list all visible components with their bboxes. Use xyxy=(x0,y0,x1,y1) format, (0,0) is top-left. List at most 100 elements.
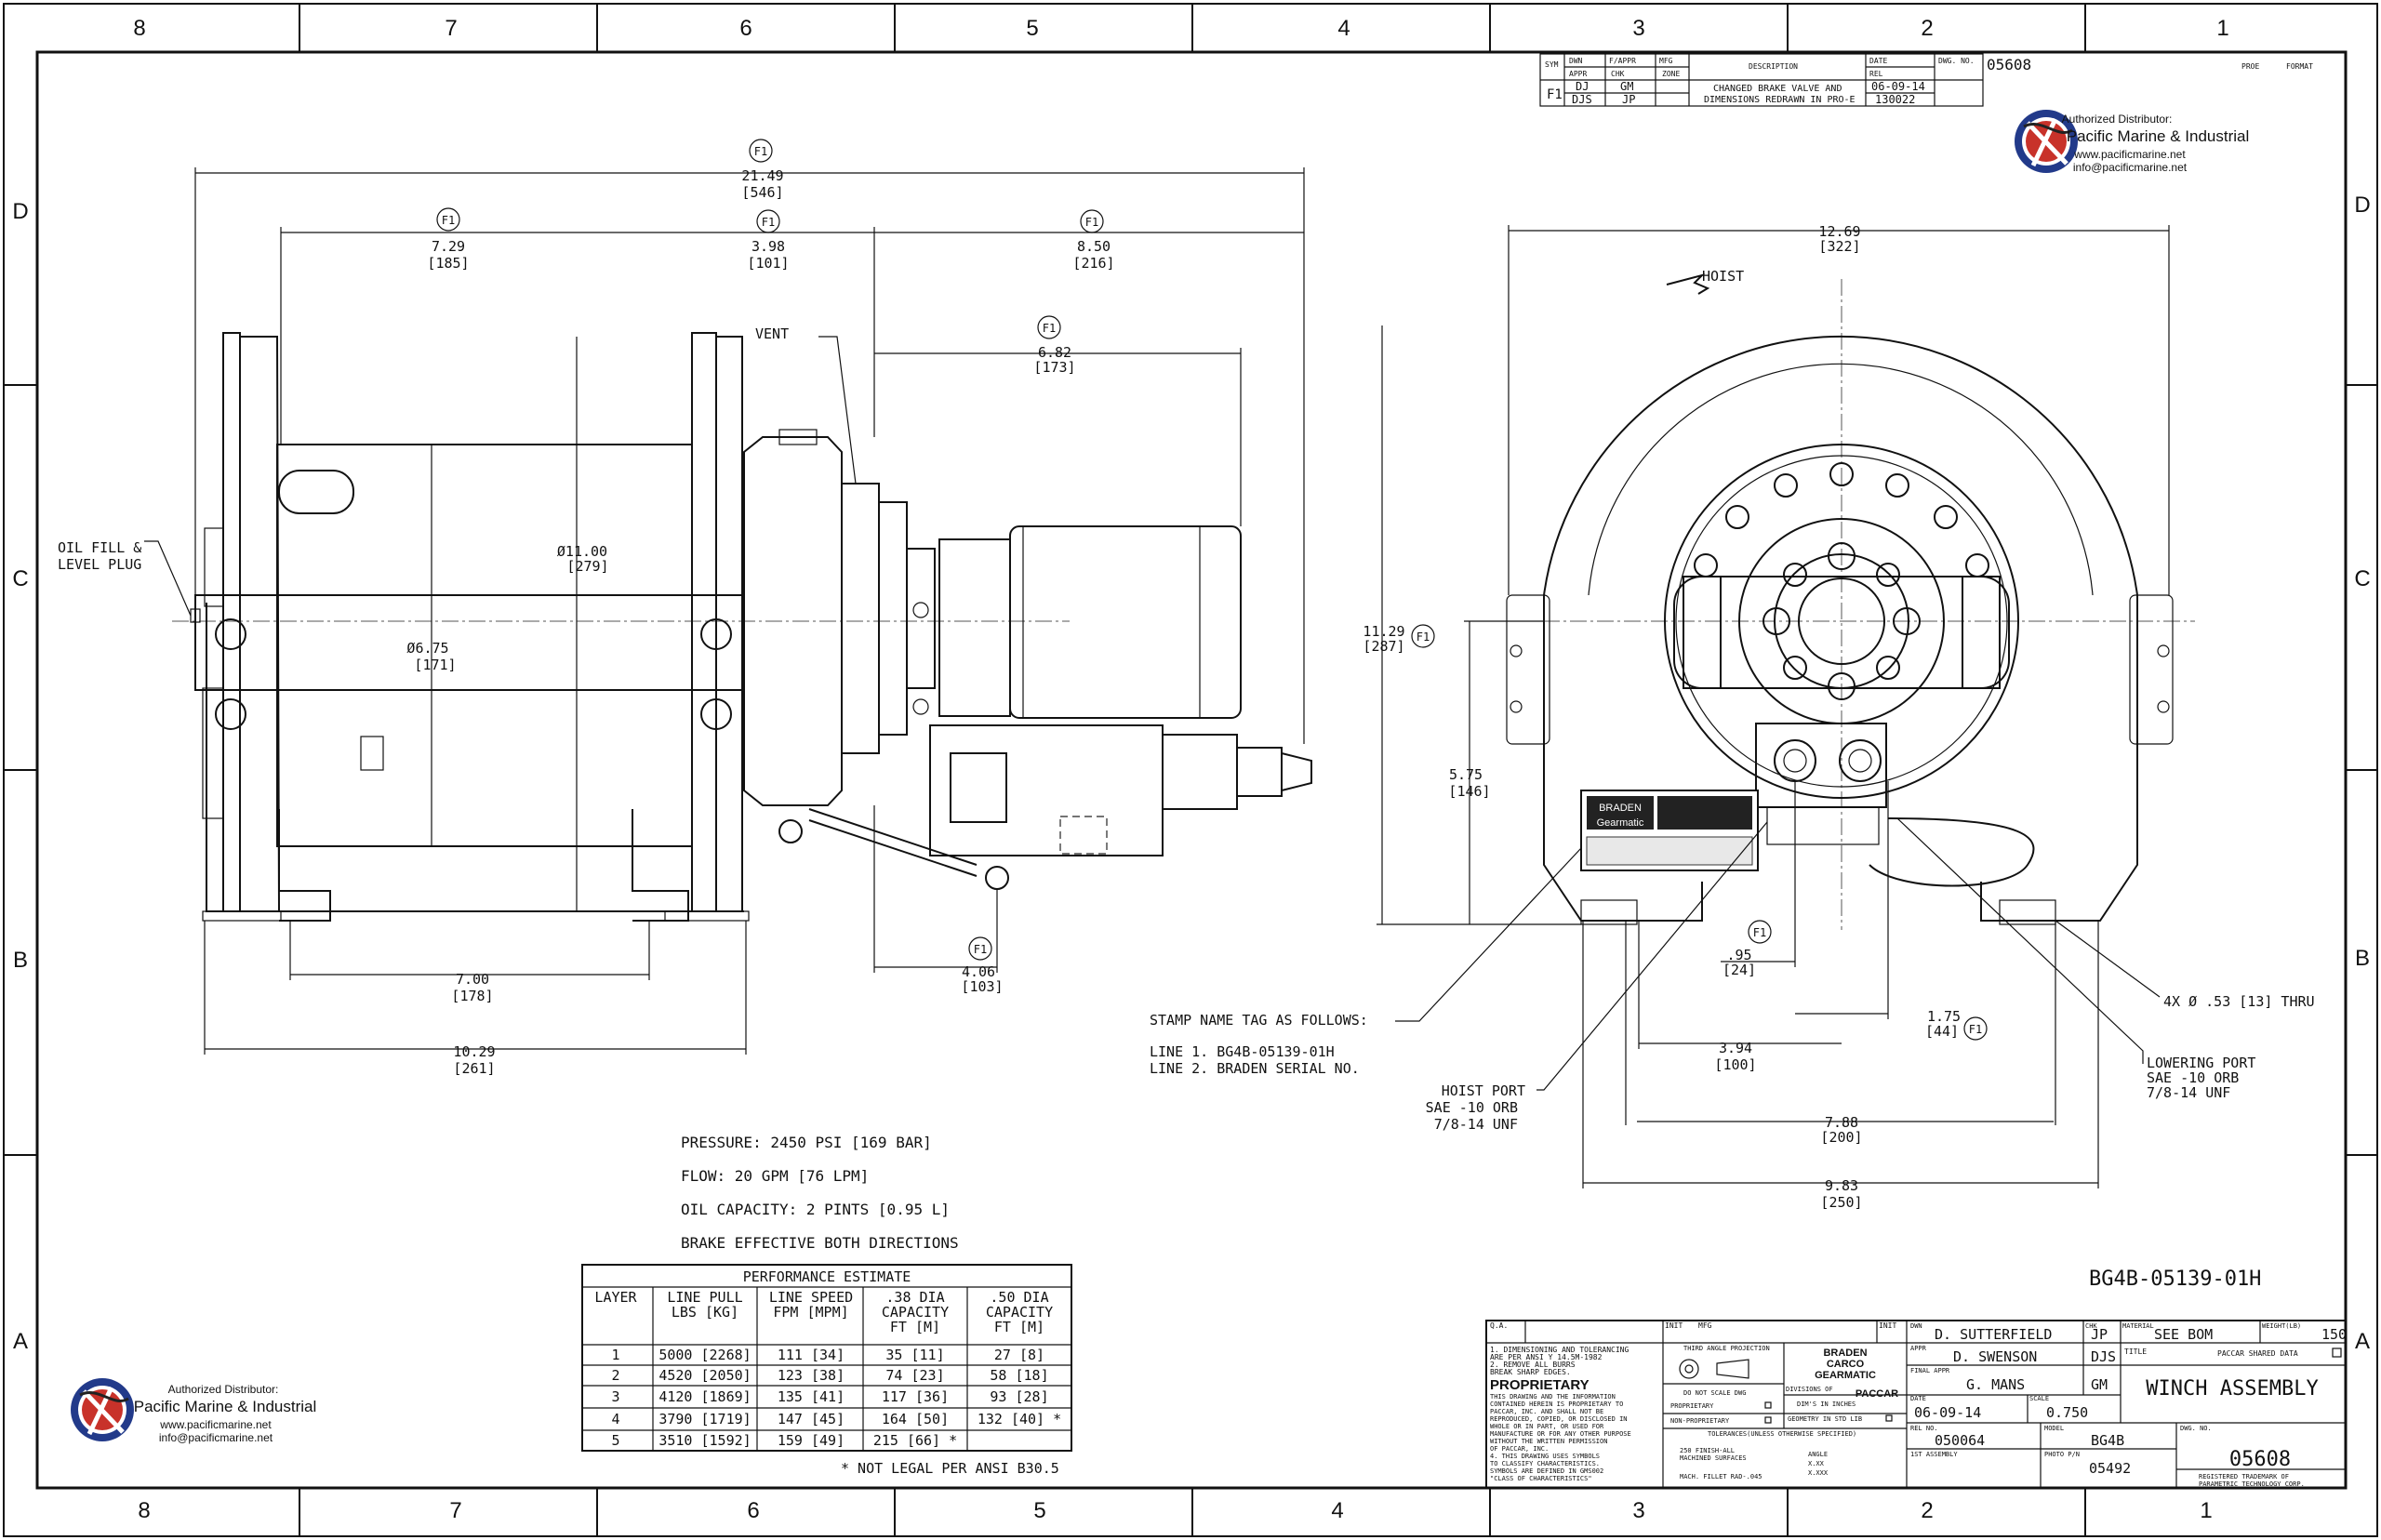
tb-qa: Q.A. xyxy=(1490,1321,1508,1330)
tb-trademark-2: PARAMETRIC TECHNOLOGY CORP. xyxy=(2199,1480,2305,1488)
drum-body xyxy=(276,444,693,847)
tb-appr-label: APPR xyxy=(1910,1345,1927,1352)
tb-mfg: MFG xyxy=(1698,1321,1712,1330)
tb-paccar: PACCAR xyxy=(1856,1388,1898,1400)
distributor-web-bottom: www.pacificmarine.net xyxy=(159,1418,272,1431)
tb-nonprop-opt: NON-PROPRIETARY xyxy=(1670,1417,1730,1425)
title-block: Q.A. INIT MFG INIT 1. DIMENSIONING AND T… xyxy=(1485,1320,2347,1489)
end-dim-labels: 12.69 [322] 11.29 [287] 5.75 [146] .95 [… xyxy=(1363,223,1961,1211)
dim-motor-short-mm: [173] xyxy=(1033,359,1075,376)
tb-divisions: DIVISIONS OF xyxy=(1786,1386,1833,1393)
hoist-label: HOIST xyxy=(1702,268,1744,285)
zone-row-D: D xyxy=(12,199,28,224)
rev-desc-line2: DIMENSIONS REDRAWN IN PRO-E xyxy=(1704,95,1856,105)
zone-col-8: 8 xyxy=(133,16,145,41)
rev-sym-header: SYM xyxy=(1545,60,1559,69)
perf-r1-c2: 5000 [2268] xyxy=(658,1347,751,1363)
drum-arc xyxy=(1543,335,2138,596)
dim-drum-dia-in: Ø6.75 xyxy=(406,640,448,657)
perf-r2-c5: 58 [18] xyxy=(990,1367,1048,1384)
zone-row-C-right: C xyxy=(2354,566,2370,591)
lowering-port-label-3: 7/8-14 UNF xyxy=(2147,1084,2230,1101)
tb-chk: JP xyxy=(2091,1326,2108,1343)
part-number: BG4B-05139-01H xyxy=(2089,1268,2261,1291)
tb-scale: 0.750 xyxy=(2046,1404,2088,1421)
tb-dims-2: GEOMETRY IN STD LIB xyxy=(1788,1415,1862,1423)
rev-fappr-header: F/APPR xyxy=(1609,57,1636,65)
tb-third-angle: THIRD ANGLE PROJECTION xyxy=(1683,1345,1770,1352)
tb-final-init: GM xyxy=(2091,1376,2108,1393)
tb-note-2: ARE PER ANSI Y 14.5M-1982 xyxy=(1490,1353,1603,1361)
perf-r3-c2: 4120 [1869] xyxy=(658,1388,751,1405)
tb-final: G. MANS xyxy=(1966,1376,2025,1393)
dim-motor-short-in: 6.82 xyxy=(1038,344,1071,361)
zone-col-4-bottom: 4 xyxy=(1331,1498,1343,1523)
zone-row-B: B xyxy=(13,948,28,973)
zone-labels: 8 7 6 5 4 3 2 1 8 7 6 5 4 3 2 1 D C B A … xyxy=(12,16,2370,1523)
distributor-label-bottom: Authorized Distributor: xyxy=(168,1383,279,1396)
spec-oil: OIL CAPACITY: 2 PINTS [0.95 L] xyxy=(681,1201,950,1218)
rev-desc-line1: CHANGED BRAKE VALVE AND xyxy=(1713,84,1842,94)
side-view-dimensions xyxy=(194,167,1305,1055)
dim-base-total-mm: [261] xyxy=(453,1060,495,1077)
tb-company-3: GEARMATIC xyxy=(1815,1370,1876,1381)
perf-r5-c4: 215 [66] * xyxy=(873,1432,957,1449)
hydraulic-motor xyxy=(938,538,1011,717)
tb-weight: 150 xyxy=(2321,1326,2347,1343)
dim-port-off-in: .95 xyxy=(1726,947,1751,963)
motor-flange xyxy=(1664,444,2019,799)
revision-markers-end: F1 F1 F1 xyxy=(1411,624,1988,1041)
brand-gearmatic: Gearmatic xyxy=(1597,817,1644,829)
rev-dwg-number: 05608 xyxy=(1987,56,2031,73)
zone-col-3-bottom: 3 xyxy=(1632,1498,1644,1523)
name-tag-line2: LINE 2. BRADEN SERIAL NO. xyxy=(1150,1060,1360,1077)
tb-prop-4: REPRODUCED, COPIED, OR DISCLOSED IN xyxy=(1490,1415,1628,1423)
dim-height-in: 11.29 xyxy=(1363,623,1404,640)
tb-weight-label: WEIGHT(LB) xyxy=(2262,1322,2301,1330)
dim-port-sp-in: 1.75 xyxy=(1927,1008,1961,1025)
mount-holes-label: 4X Ø .53 [13] THRU xyxy=(2163,993,2315,1010)
perf-head-38-3: FT [M] xyxy=(890,1319,940,1335)
perf-r2-c3: 123 [38] xyxy=(778,1367,845,1384)
brake-valve-block xyxy=(929,724,1164,856)
dim-motor-in: 8.50 xyxy=(1077,238,1111,255)
perf-head-speed-1: LINE SPEED xyxy=(769,1289,853,1306)
zone-col-4: 4 xyxy=(1337,16,1350,41)
tb-title-label: TITLE xyxy=(2124,1348,2147,1356)
tb-angle: ANGLE xyxy=(1808,1451,1828,1458)
perf-title: PERFORMANCE ESTIMATE xyxy=(743,1268,911,1285)
dim-drum-dia-mm: [171] xyxy=(414,657,456,673)
perf-r1-c1: 1 xyxy=(611,1347,619,1363)
hoist-arrow-icon xyxy=(1666,273,1710,295)
dim-overall-mm: [546] xyxy=(741,184,783,201)
dim-drum-width-mm: [185] xyxy=(427,255,469,272)
right-drum-flange xyxy=(691,332,717,912)
side-view: 21.49 [546] 7.29 [185] 3.98 [101] 8.50 [… xyxy=(58,139,1312,1077)
rev-rel-header: REL xyxy=(1869,70,1883,78)
rev-zone-header: ZONE xyxy=(1662,70,1680,78)
dim-center-mm: [146] xyxy=(1448,783,1490,800)
dim-foot-mm: [250] xyxy=(1820,1194,1862,1211)
tb-model: BG4B xyxy=(2091,1432,2124,1449)
tb-scale-label: SCALE xyxy=(2029,1395,2049,1402)
perf-head-pull-2: LBS [KG] xyxy=(672,1304,738,1321)
tb-material-label: MATERIAL xyxy=(2122,1322,2154,1330)
dim-gear-mm: [101] xyxy=(747,255,789,272)
dim-flange-dia-mm: [279] xyxy=(566,558,608,575)
tb-photo: 05492 xyxy=(2089,1460,2131,1477)
dim-base-mm: [178] xyxy=(451,988,493,1004)
zone-col-7-bottom: 7 xyxy=(449,1498,461,1523)
perf-r3-c1: 3 xyxy=(611,1388,619,1405)
distributor-name: Pacific Marine & Industrial xyxy=(2067,127,2250,145)
rev-appr-header: APPR xyxy=(1569,70,1587,78)
dim-base-in: 7.00 xyxy=(456,971,489,988)
tb-init: INIT xyxy=(1665,1321,1683,1330)
side-dim-labels: 21.49 [546] 7.29 [185] 3.98 [101] 8.50 [… xyxy=(406,167,1114,1077)
tb-company-1: BRADEN xyxy=(1823,1348,1867,1359)
perf-r1-c3: 111 [34] xyxy=(778,1347,845,1363)
tb-note-1: 1. DIMENSIONING AND TOLERANCING xyxy=(1490,1346,1629,1354)
tb-trademark-1: REGISTERED TRADEMARK OF xyxy=(2199,1473,2289,1480)
distributor-logo-bottom: Authorized Distributor: Pacific Marine &… xyxy=(71,1378,316,1444)
perf-r1-c4: 35 [11] xyxy=(885,1347,944,1363)
